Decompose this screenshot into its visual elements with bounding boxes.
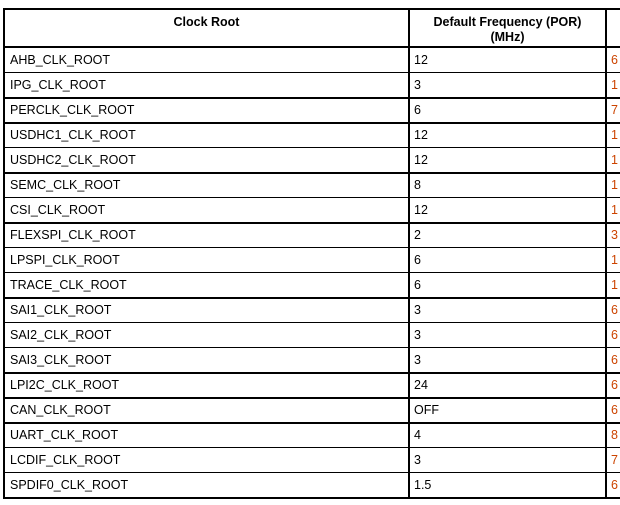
default-frequency-cell: 3 <box>408 448 607 472</box>
table-row: LPI2C_CLK_ROOT 24 6 <box>5 372 620 397</box>
table-row: LCDIF_CLK_ROOT 3 7 <box>5 447 620 472</box>
clipped-frequency-cell: 6 <box>611 378 618 392</box>
column-header-clipped <box>607 10 620 46</box>
default-frequency-cell: 3 <box>408 298 607 322</box>
clock-root-cell: SEMC_CLK_ROOT <box>10 178 121 192</box>
default-frequency-cell: 8 <box>408 173 607 197</box>
table-row: SPDIF0_CLK_ROOT 1.5 6 <box>5 472 620 497</box>
default-frequency-cell: 6 <box>408 248 607 272</box>
column-header-default-frequency-line2: (MHz) <box>490 29 525 44</box>
default-frequency-cell: 4 <box>408 423 607 447</box>
table-row: TRACE_CLK_ROOT 6 1 <box>5 272 620 297</box>
default-frequency-cell: 24 <box>408 373 607 397</box>
clock-root-cell: FLEXSPI_CLK_ROOT <box>10 228 136 242</box>
table-row: LPSPI_CLK_ROOT 6 1 <box>5 247 620 272</box>
clock-root-cell: SAI3_CLK_ROOT <box>10 353 112 367</box>
table-row: CSI_CLK_ROOT 12 1 <box>5 197 620 222</box>
table-row: SAI1_CLK_ROOT 3 6 <box>5 297 620 322</box>
clipped-frequency-cell: 1 <box>611 203 618 217</box>
clipped-frequency-cell: 6 <box>611 53 618 67</box>
column-header-clock-root: Clock Root <box>173 15 240 29</box>
clock-root-cell: PERCLK_CLK_ROOT <box>10 103 135 117</box>
clock-root-cell: UART_CLK_ROOT <box>10 428 119 442</box>
clock-root-cell: IPG_CLK_ROOT <box>10 78 106 92</box>
clipped-frequency-cell: 1 <box>611 278 618 292</box>
clock-root-table: Clock Root Default Frequency (POR) (MHz)… <box>3 8 620 499</box>
clock-root-cell: CAN_CLK_ROOT <box>10 403 111 417</box>
table-row: FLEXSPI_CLK_ROOT 2 3 <box>5 222 620 247</box>
clipped-frequency-cell: 6 <box>611 478 618 492</box>
clock-root-cell: USDHC2_CLK_ROOT <box>10 153 136 167</box>
clipped-frequency-cell: 6 <box>611 403 618 417</box>
clock-root-cell: LPI2C_CLK_ROOT <box>10 378 120 392</box>
table-row: AHB_CLK_ROOT 12 6 <box>5 48 620 72</box>
clock-root-cell: SAI1_CLK_ROOT <box>10 303 112 317</box>
default-frequency-cell: 12 <box>408 123 607 147</box>
default-frequency-cell: 6 <box>408 273 607 297</box>
table-row: SAI2_CLK_ROOT 3 6 <box>5 322 620 347</box>
clipped-frequency-cell: 3 <box>611 228 618 242</box>
table-row: CAN_CLK_ROOT OFF 6 <box>5 397 620 422</box>
clipped-frequency-cell: 7 <box>611 103 618 117</box>
table-row: IPG_CLK_ROOT 3 1 <box>5 72 620 97</box>
default-frequency-cell: 3 <box>408 323 607 347</box>
default-frequency-cell: 6 <box>408 98 607 122</box>
default-frequency-cell: 1.5 <box>408 473 607 497</box>
column-header-default-frequency: Default Frequency (POR) (MHz) <box>408 10 607 46</box>
clipped-frequency-cell: 6 <box>611 328 618 342</box>
clipped-frequency-cell: 7 <box>611 453 618 467</box>
default-frequency-cell: 3 <box>408 73 607 97</box>
clock-root-cell: CSI_CLK_ROOT <box>10 203 106 217</box>
clipped-frequency-cell: 6 <box>611 353 618 367</box>
default-frequency-cell: 12 <box>408 148 607 172</box>
clipped-frequency-cell: 1 <box>611 128 618 142</box>
clock-root-cell: LCDIF_CLK_ROOT <box>10 453 121 467</box>
clipped-frequency-cell: 1 <box>611 253 618 267</box>
clock-root-cell: USDHC1_CLK_ROOT <box>10 128 136 142</box>
table-body: AHB_CLK_ROOT 12 6 IPG_CLK_ROOT 3 1 PERCL… <box>5 48 620 497</box>
clock-root-cell: LPSPI_CLK_ROOT <box>10 253 120 267</box>
clock-root-cell: SPDIF0_CLK_ROOT <box>10 478 129 492</box>
default-frequency-cell: 2 <box>408 223 607 247</box>
clock-root-cell: SAI2_CLK_ROOT <box>10 328 112 342</box>
default-frequency-cell: 12 <box>408 198 607 222</box>
table-row: SEMC_CLK_ROOT 8 1 <box>5 172 620 197</box>
clipped-frequency-cell: 1 <box>611 178 618 192</box>
default-frequency-cell: 3 <box>408 348 607 372</box>
clipped-frequency-cell: 8 <box>611 428 618 442</box>
table-row: USDHC1_CLK_ROOT 12 1 <box>5 122 620 147</box>
table-row: USDHC2_CLK_ROOT 12 1 <box>5 147 620 172</box>
column-header-default-frequency-line1: Default Frequency (POR) <box>433 15 582 29</box>
table-row: UART_CLK_ROOT 4 8 <box>5 422 620 447</box>
clock-root-cell: TRACE_CLK_ROOT <box>10 278 127 292</box>
table-row: SAI3_CLK_ROOT 3 6 <box>5 347 620 372</box>
clipped-frequency-cell: 6 <box>611 303 618 317</box>
table-header-row: Clock Root Default Frequency (POR) (MHz) <box>5 10 620 48</box>
clipped-frequency-cell: 1 <box>611 153 618 167</box>
table-row: PERCLK_CLK_ROOT 6 7 <box>5 97 620 122</box>
default-frequency-cell: 12 <box>408 48 607 72</box>
clipped-frequency-cell: 1 <box>611 78 618 92</box>
clock-root-cell: AHB_CLK_ROOT <box>10 53 111 67</box>
default-frequency-cell: OFF <box>408 398 607 422</box>
